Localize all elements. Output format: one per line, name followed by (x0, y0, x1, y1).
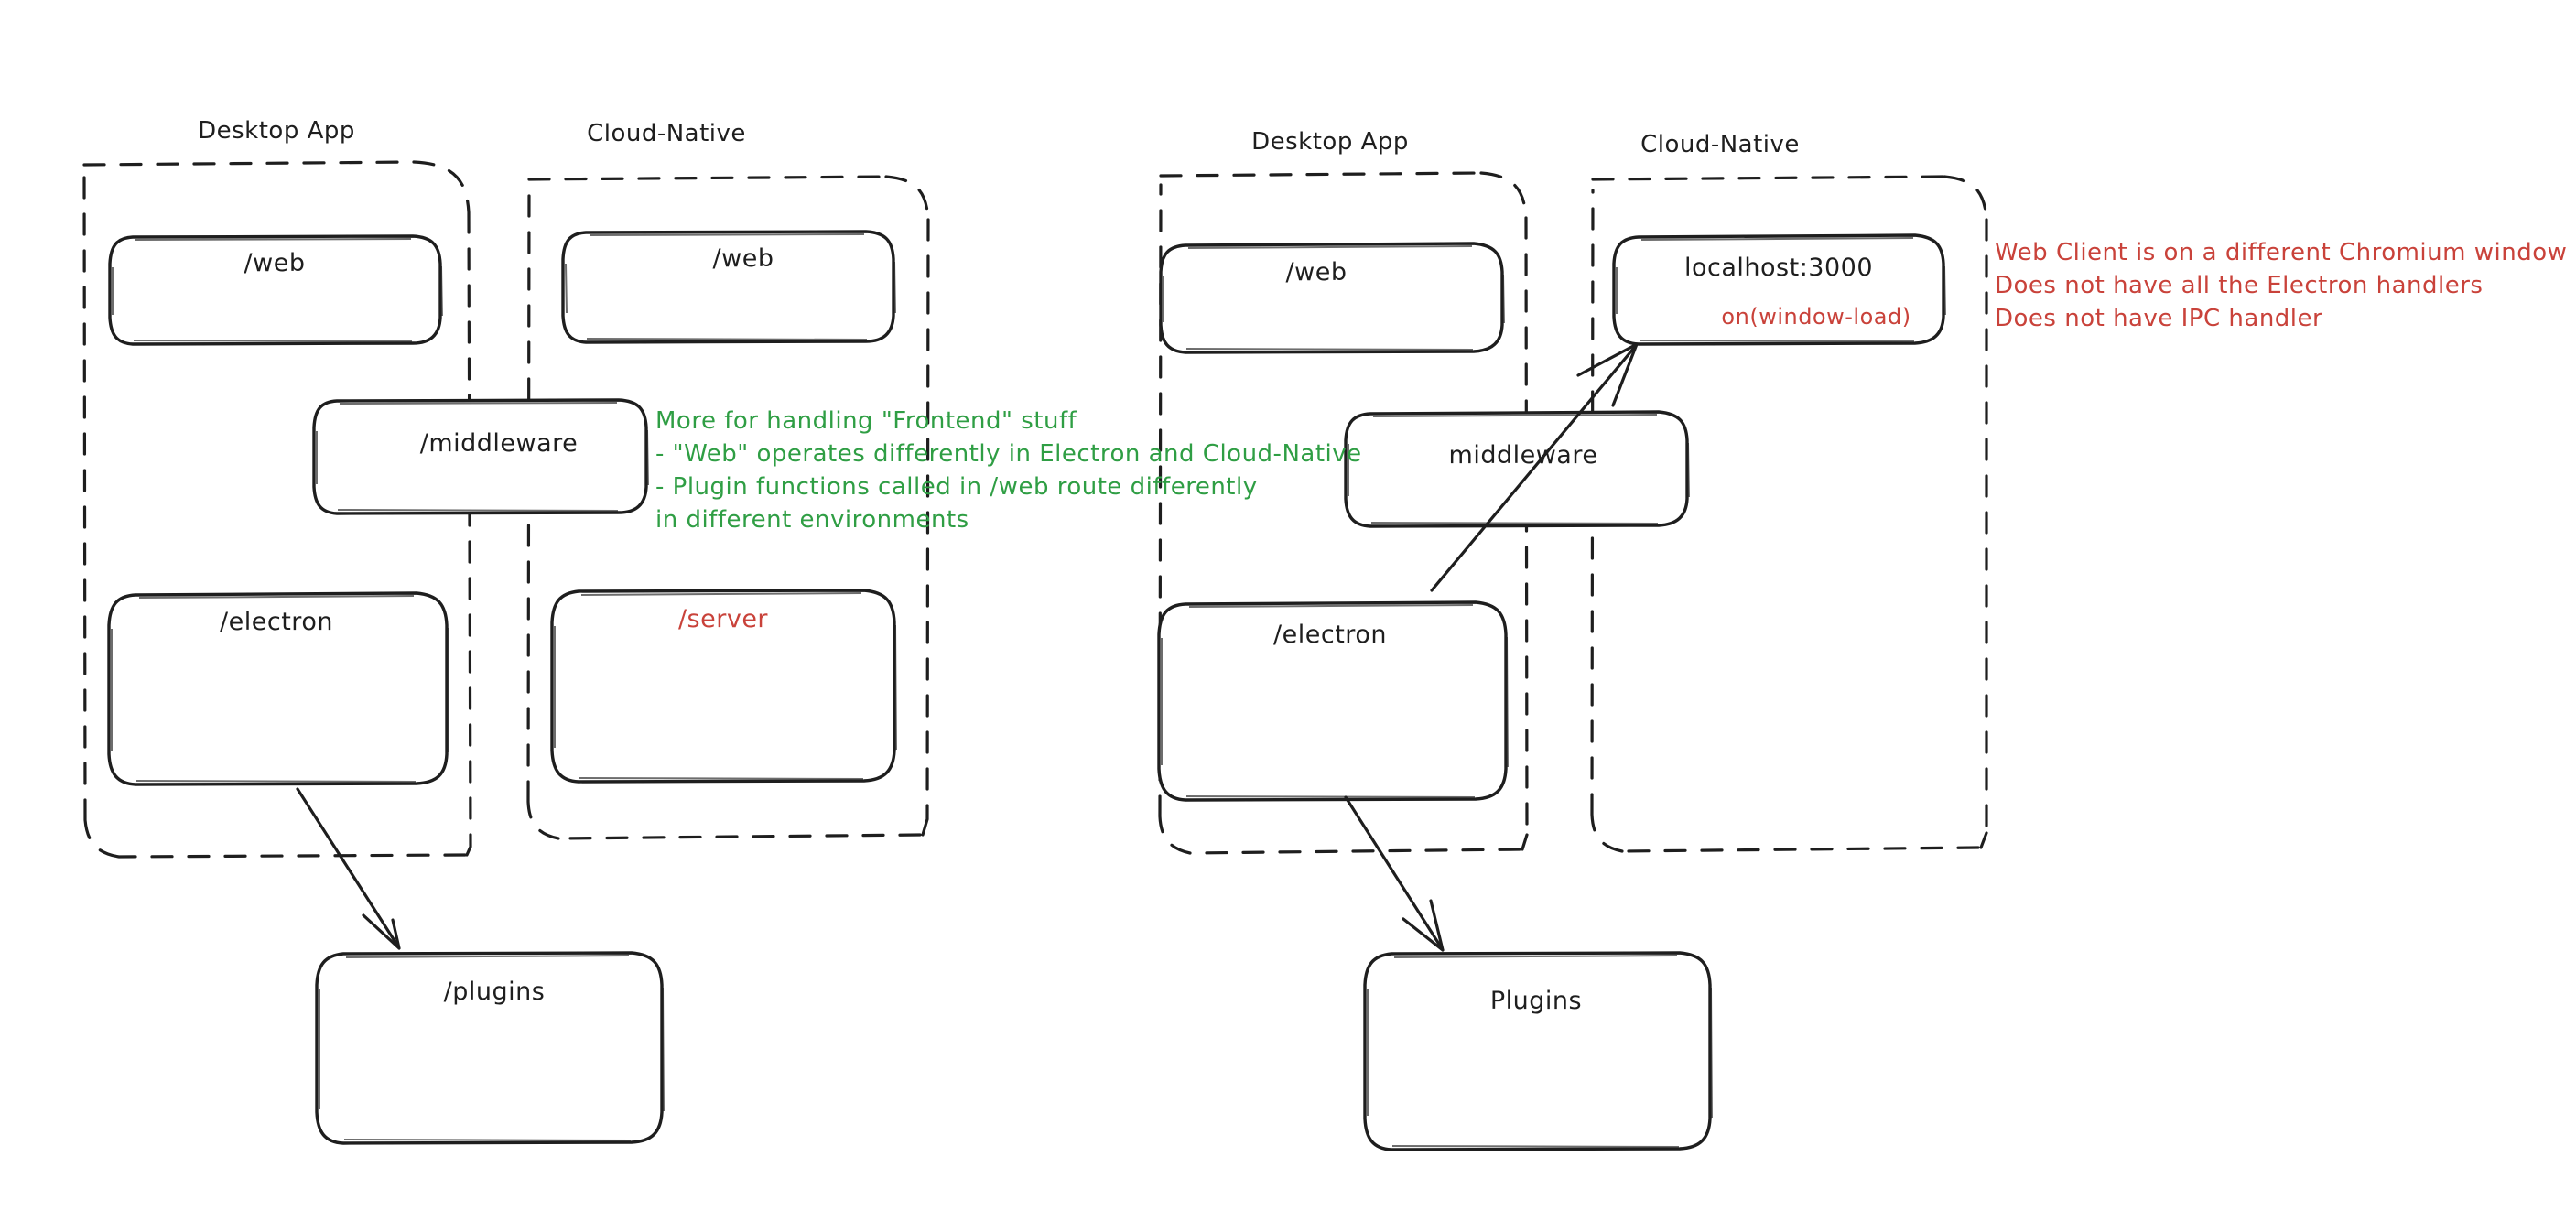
arrow-electron-to-plugins-right (1344, 795, 1445, 952)
node-label-localhost-right[interactable]: localhost:3000 (1683, 254, 1874, 282)
node-label-web-desktop-right[interactable]: /web (1285, 258, 1348, 286)
node-label-server-left[interactable]: /server (677, 605, 769, 633)
annotation-red-note: Web Client is on a different Chromium wi… (1995, 239, 2568, 332)
node-label-web-desktop-left[interactable]: /web (244, 249, 306, 277)
group-label-cloud-native-left: Cloud-Native (587, 120, 746, 147)
group-label-desktop-app-left: Desktop App (198, 117, 355, 145)
node-label-plugins-right[interactable]: Plugins (1489, 987, 1583, 1015)
node-label-electron-right[interactable]: /electron (1273, 621, 1387, 649)
group-label-desktop-app-right: Desktop App (1251, 128, 1409, 156)
node-label-plugins-left[interactable]: /plugins (443, 978, 546, 1006)
node-label-middleware-right[interactable]: middleware (1448, 441, 1598, 470)
node-sublabel-on-window-load: on(window-load) (1721, 304, 1911, 330)
node-label-middleware-left[interactable]: /middleware (419, 429, 579, 458)
node-label-web-cloud-left[interactable]: /web (712, 244, 774, 273)
annotation-green-note: More for handling "Frontend" stuff - "We… (655, 407, 1362, 534)
arrow-electron-to-plugins-left (296, 787, 401, 950)
node-label-electron-left[interactable]: /electron (220, 608, 333, 636)
node-shape-plugins-right (1363, 951, 1713, 1151)
group-label-cloud-native-right: Cloud-Native (1640, 131, 1800, 158)
